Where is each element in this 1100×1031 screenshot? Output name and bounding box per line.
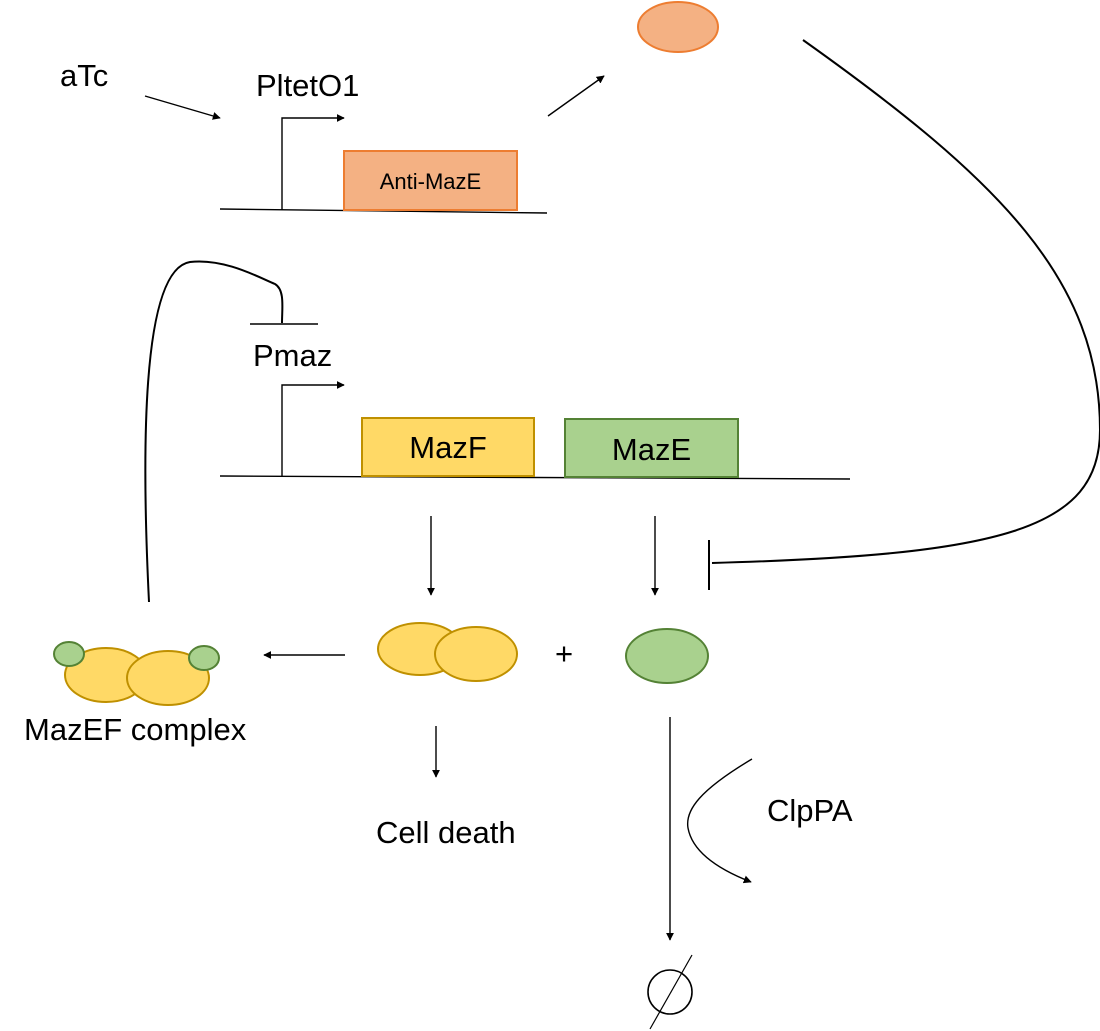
mazef-complex — [53, 641, 220, 706]
maze-gene-label: MazE — [612, 432, 691, 467]
maze-protein — [625, 628, 709, 684]
cell-death-label: Cell death — [376, 815, 516, 850]
mazf-dimer — [377, 622, 518, 682]
anti-maze-gene-label: Anti-MazE — [380, 169, 481, 194]
anti-maze-protein — [637, 1, 719, 53]
plus-sign: + — [555, 636, 573, 671]
complex-repression-curve — [144, 260, 284, 603]
degraded-null-symbol — [647, 954, 693, 1030]
pltet-promoter-arrow — [281, 114, 345, 210]
anti-maze-gene-box: Anti-MazE — [343, 150, 518, 211]
maze-gene-box: MazE — [564, 418, 739, 478]
mazf-gene-box: MazF — [361, 417, 535, 477]
mazf-gene-label: MazF — [409, 430, 487, 465]
pmaz-promoter-arrow — [281, 381, 345, 477]
atc-induction-arrow — [144, 95, 221, 120]
clppa-label: ClpPA — [767, 793, 853, 828]
atc-label: aTc — [60, 58, 108, 93]
anti-maze-expression-arrow — [547, 75, 605, 117]
anti-maze-inhibition-curve — [711, 39, 1100, 564]
pltet-promoter-label: PltetO1 — [256, 68, 359, 103]
bottom-dna-line — [219, 475, 851, 480]
clppa-action-arrow — [686, 758, 753, 884]
mazef-complex-label: MazEF complex — [24, 712, 247, 747]
pmaz-promoter-label: Pmaz — [253, 338, 332, 373]
